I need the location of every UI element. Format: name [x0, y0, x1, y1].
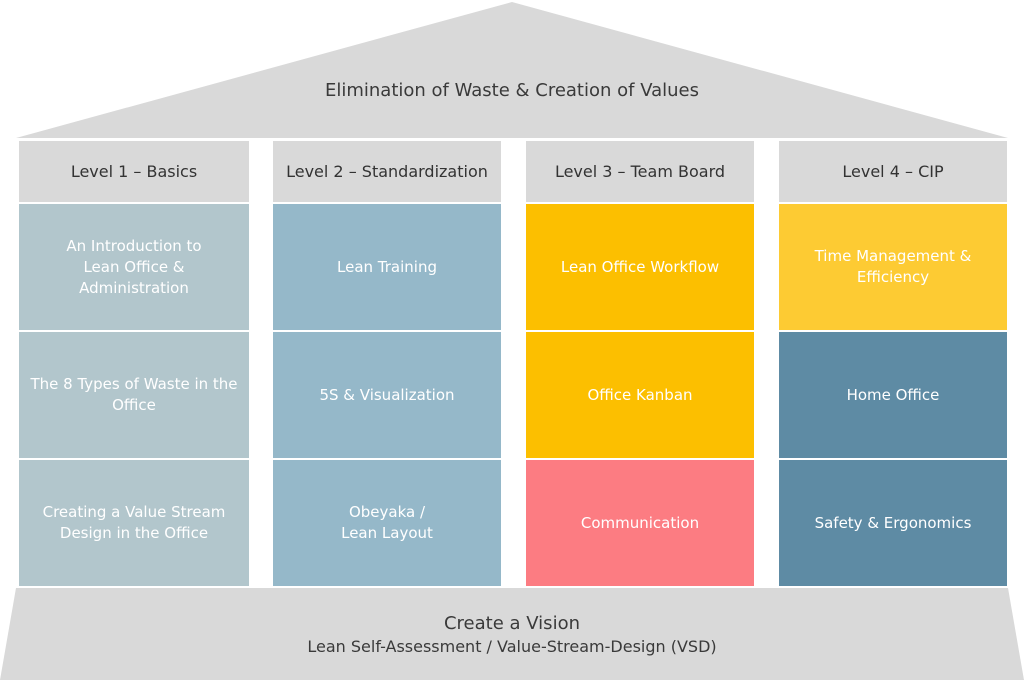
roof-title: Elimination of Waste & Creation of Value…: [324, 80, 700, 101]
foundation-text: Create a Vision Lean Self-Assessment / V…: [0, 612, 1024, 658]
roof-shape: [16, 2, 1008, 138]
module-tile[interactable]: Obeyaka / Lean Layout: [273, 460, 501, 586]
column-header: Level 1 – Basics: [19, 141, 249, 202]
column-level-2: Level 2 – Standardization Lean Training …: [273, 141, 501, 588]
foundation: [0, 588, 1024, 680]
column-level-1: Level 1 – Basics An Introduction to Lean…: [19, 141, 249, 588]
module-tile[interactable]: Lean Office Workflow: [526, 204, 754, 330]
column-level-4: Level 4 – CIP Time Management & Efficien…: [779, 141, 1007, 588]
module-tile[interactable]: Creating a Value Stream Design in the Of…: [19, 460, 249, 586]
column-header: Level 3 – Team Board: [526, 141, 754, 202]
column-header: Level 2 – Standardization: [273, 141, 501, 202]
module-tile[interactable]: The 8 Types of Waste in the Office: [19, 332, 249, 458]
module-tile[interactable]: Lean Training: [273, 204, 501, 330]
roof: [16, 2, 1008, 138]
foundation-title: Create a Vision: [443, 613, 580, 634]
foundation-shape: [0, 588, 1024, 680]
foundation-subtitle: Lean Self-Assessment / Value-Stream-Desi…: [307, 637, 717, 656]
module-tile[interactable]: 5S & Visualization: [273, 332, 501, 458]
column-level-3: Level 3 – Team Board Lean Office Workflo…: [526, 141, 754, 588]
module-tile[interactable]: Office Kanban: [526, 332, 754, 458]
module-tile[interactable]: An Introduction to Lean Office & Adminis…: [19, 204, 249, 330]
module-tile[interactable]: Safety & Ergonomics: [779, 460, 1007, 586]
module-tile[interactable]: Home Office: [779, 332, 1007, 458]
module-tile[interactable]: Communication: [526, 460, 754, 586]
module-tile[interactable]: Time Management & Efficiency: [779, 204, 1007, 330]
column-header: Level 4 – CIP: [779, 141, 1007, 202]
